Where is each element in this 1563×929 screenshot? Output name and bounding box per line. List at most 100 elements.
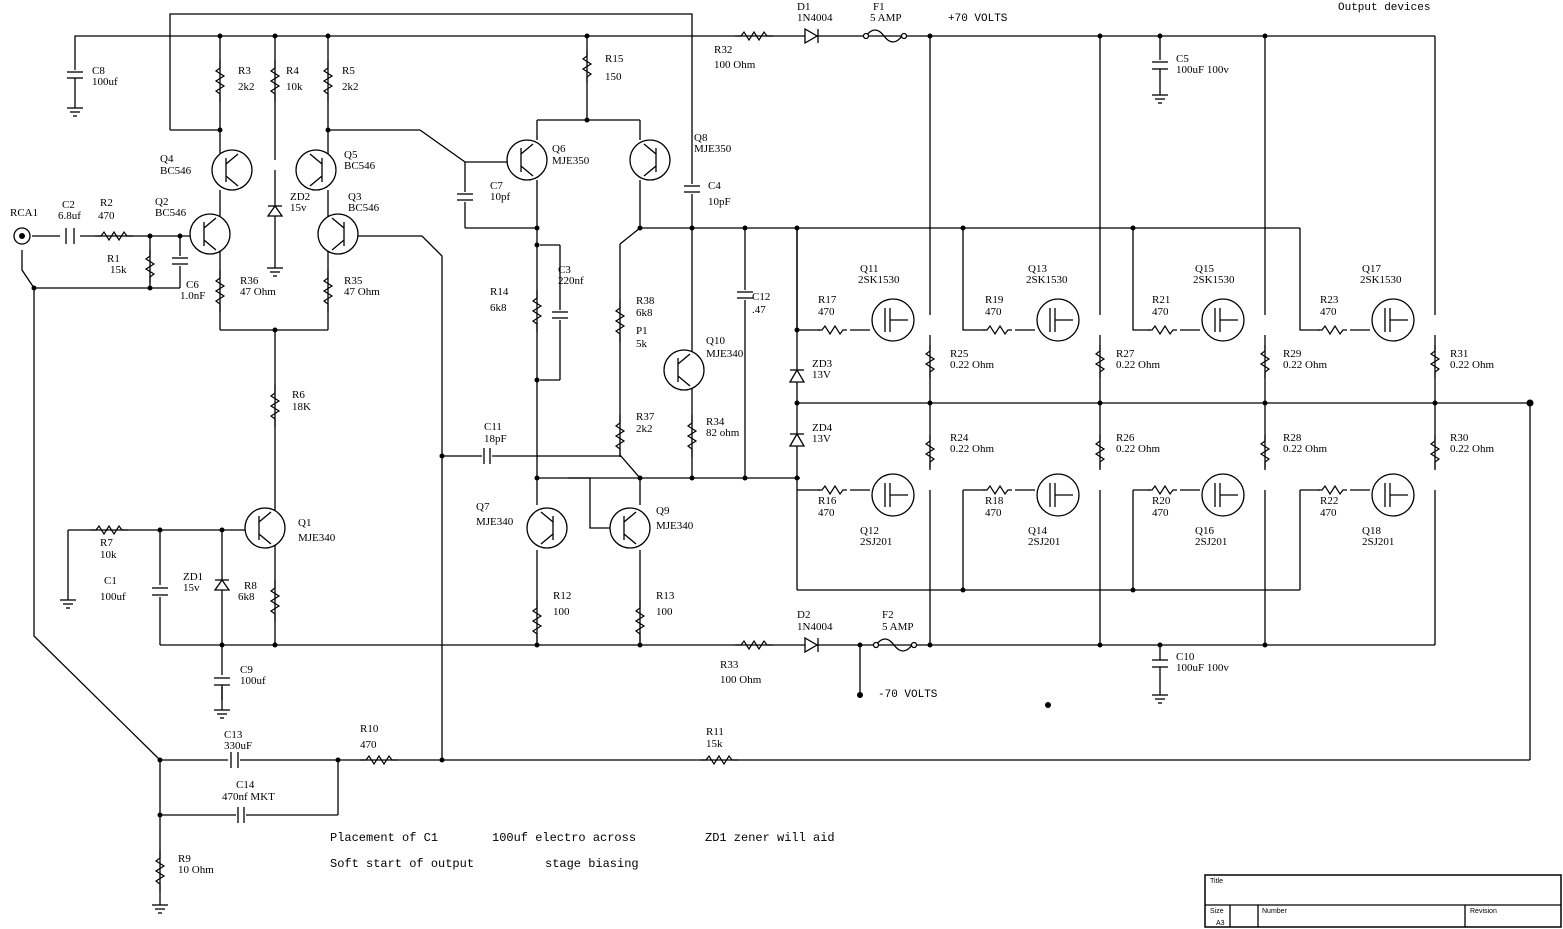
title-block-size-value: A3 [1216, 920, 1225, 927]
label-r8: R8 [244, 580, 257, 592]
label-c5: C5 [1176, 53, 1189, 65]
value-q12: 2SJ201 [860, 536, 892, 548]
resistors [90, 30, 1441, 892]
label-q2: Q2 [155, 196, 168, 208]
label-c10: C10 [1176, 651, 1195, 663]
value-c8: 100uf [92, 76, 118, 88]
value-f2: 5 AMP [882, 621, 914, 633]
label-r14: R14 [490, 286, 509, 298]
label-c1: C1 [104, 575, 117, 587]
wiring [21, 13, 1531, 905]
label-c9: C9 [240, 664, 253, 676]
value-c9: 100uf [240, 675, 266, 687]
label-r37: R37 [636, 411, 655, 423]
value-q14: 2SJ201 [1028, 536, 1060, 548]
label-r1: R1 [107, 253, 120, 265]
label-c3: C3 [558, 264, 571, 276]
title-block-title: Title [1210, 878, 1223, 885]
note-line2-b: stage biasing [545, 857, 639, 871]
label-r23: R23 [1320, 294, 1339, 306]
label-zd2: ZD2 [290, 191, 310, 203]
label-q18: Q18 [1362, 525, 1381, 537]
value-r36: 47 Ohm [240, 286, 276, 298]
label-r20: R20 [1152, 495, 1171, 507]
label-q9: Q9 [656, 505, 670, 517]
value-c6: 1.0nF [180, 290, 205, 302]
title-block-revision: Revision [1470, 908, 1497, 915]
transistors [189, 139, 705, 549]
label-q6: Q6 [552, 143, 566, 155]
value-c5: 100uF 100v [1176, 64, 1229, 76]
value-r25: 0.22 Ohm [950, 359, 994, 371]
value-q7: MJE340 [476, 516, 514, 528]
output-mosfets [871, 298, 1415, 517]
output-devices-label: Output devices [1338, 2, 1430, 14]
value-r12: 100 [553, 606, 570, 618]
value-q15: 2SK1530 [1193, 274, 1235, 286]
label-r4: R4 [286, 65, 299, 77]
value-q11: 2SK1530 [858, 274, 900, 286]
label-r12: R12 [553, 590, 571, 602]
value-c2: 6.8uf [58, 210, 81, 222]
title-block-size: Size [1210, 908, 1224, 915]
label-r33: R33 [720, 659, 739, 671]
label-c11: C11 [484, 421, 502, 433]
label-r38: R38 [636, 295, 655, 307]
label-c8: C8 [92, 65, 105, 77]
value-r9: 10 Ohm [178, 864, 214, 876]
value-q9: MJE340 [656, 520, 694, 532]
label-r9: R9 [178, 853, 191, 865]
label-rca1: RCA1 [10, 207, 38, 219]
value-r8: 6k8 [238, 591, 255, 603]
label-q4: Q4 [160, 153, 174, 165]
label-q17: Q17 [1362, 263, 1381, 275]
label-zd1: ZD1 [183, 571, 203, 583]
rail-negative-label: -70 VOLTS [878, 689, 938, 701]
label-q1: Q1 [298, 517, 311, 529]
value-r15: 150 [605, 71, 622, 83]
value-r33: 100 Ohm [720, 674, 762, 686]
label-r25: R25 [950, 348, 969, 360]
label-f1: F1 [873, 1, 885, 13]
value-zd4: 13V [812, 433, 831, 445]
value-r35: 47 Ohm [344, 286, 380, 298]
title-block-number: Number [1262, 908, 1288, 915]
label-q8: Q8 [694, 132, 708, 144]
value-r23: 470 [1320, 306, 1337, 318]
value-r38: 6k8 [636, 307, 653, 319]
value-r10: 470 [360, 739, 377, 751]
note-line2-a: Soft start of output [330, 857, 474, 871]
value-q3: BC546 [348, 202, 380, 214]
label-q3: Q3 [348, 191, 362, 203]
label-c2: C2 [62, 199, 75, 211]
design-notes: Placement of C1 100uf electro across ZD1… [330, 831, 835, 871]
component-labels: RCA1 C2 6.8uf R2 470 R1 15k C6 1.0nF C8 … [10, 1, 1494, 876]
value-r4: 10k [286, 81, 303, 93]
label-r30: R30 [1450, 432, 1469, 444]
value-r13: 100 [656, 606, 673, 618]
value-d1: 1N4004 [797, 12, 833, 24]
label-r15: R15 [605, 53, 624, 65]
label-c6: C6 [186, 279, 199, 291]
value-c12: .47 [752, 304, 766, 316]
value-c4: 10pF [708, 196, 731, 208]
value-q4: BC546 [160, 165, 192, 177]
label-r13: R13 [656, 590, 675, 602]
label-c7: C7 [490, 180, 503, 192]
label-r6: R6 [292, 389, 305, 401]
note-line1-c: ZD1 zener will aid [705, 831, 835, 845]
value-q17: 2SK1530 [1360, 274, 1402, 286]
value-q1: MJE340 [298, 532, 336, 544]
rail-positive-label: +70 VOLTS [948, 13, 1008, 25]
label-r5: R5 [342, 65, 355, 77]
label-r28: R28 [1283, 432, 1302, 444]
value-f1: 5 AMP [870, 12, 902, 24]
label-r17: R17 [818, 294, 837, 306]
label-r29: R29 [1283, 348, 1302, 360]
label-r21: R21 [1152, 294, 1170, 306]
label-d1: D1 [797, 1, 810, 13]
value-r27: 0.22 Ohm [1116, 359, 1160, 371]
label-q15: Q15 [1195, 263, 1214, 275]
label-q14: Q14 [1028, 525, 1047, 537]
